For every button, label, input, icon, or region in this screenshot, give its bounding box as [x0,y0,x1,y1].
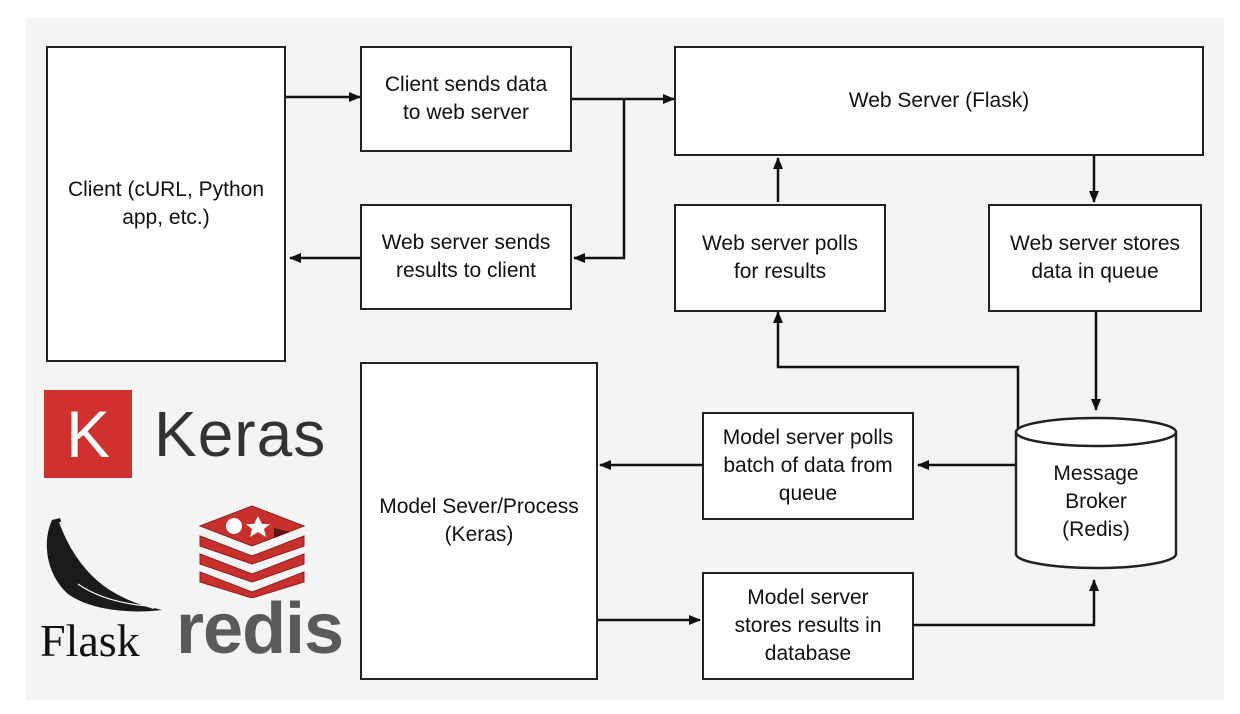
arrow-broker-to-web-polls [773,311,1020,430]
client-label: Client (cURL, Python app, etc.) [67,178,265,229]
web-server-polls-label: Web server polls for results [701,232,858,283]
web-server-stores-label: Web server stores data in queue [1010,232,1180,283]
redis-wordmark: redis [176,589,344,669]
model-server-label: Model Sever/Process (Keras) [379,495,579,546]
web-server-box: Web Server (Flask) [674,46,1204,156]
model-server-stores-box: Model server stores results in database [702,572,914,680]
flask-horn-icon [46,518,162,612]
model-server-box: Model Sever/Process (Keras) [360,362,598,680]
flask-wordmark: Flask [40,615,140,666]
keras-logo: K Keras [44,390,326,478]
model-server-stores-label: Model server stores results in database [734,586,882,665]
web-server-sends-results-box: Web server sends results to client [360,204,572,310]
web-server-label: Web Server (Flask) [848,89,1030,112]
redis-stack-icon [198,505,306,598]
arrow-webserver-to-sends-results [573,99,626,263]
keras-wordmark: Keras [154,398,327,470]
client-sends-data-label: Client sends data to web server [384,73,548,124]
web-server-polls-box: Web server polls for results [674,204,886,312]
web-server-sends-results-label: Web server sends results to client [381,231,551,282]
model-server-polls-label: Model server polls batch of data from qu… [722,426,894,505]
client-box: Client (cURL, Python app, etc.) [46,46,286,362]
arrow-stores-results-to-broker [914,579,1099,627]
message-broker-cylinder [1014,416,1178,570]
message-broker-label: Message Broker (Redis) [1053,462,1139,541]
web-server-stores-box: Web server stores data in queue [988,204,1202,312]
client-sends-data-box: Client sends data to web server [360,46,572,152]
keras-k-mark: K [44,390,132,478]
model-server-polls-box: Model server polls batch of data from qu… [702,412,914,520]
